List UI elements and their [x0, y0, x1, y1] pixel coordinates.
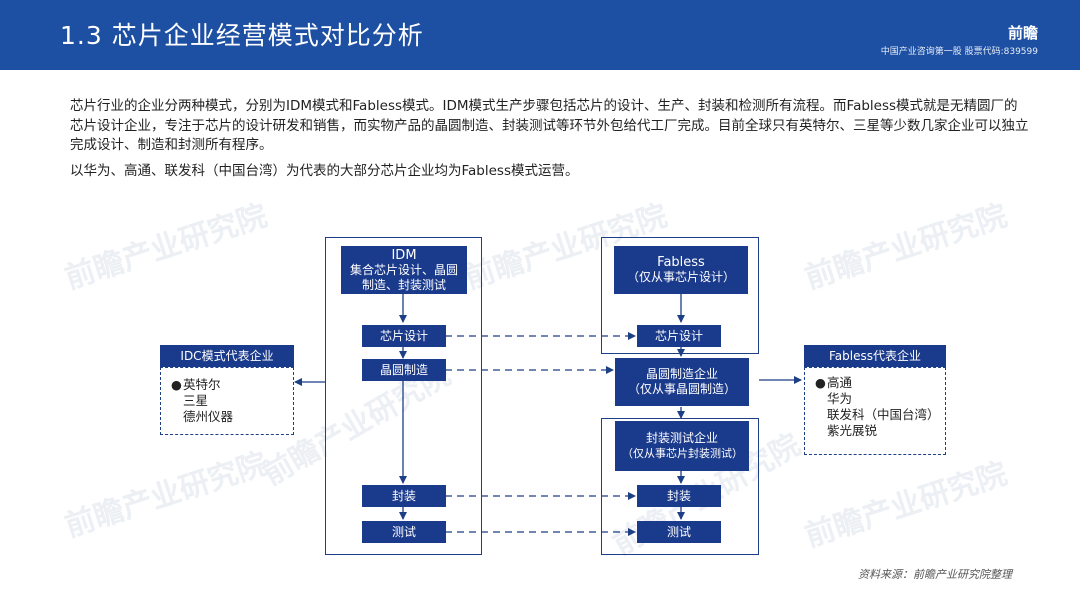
- fabless-step-chip-design: 芯片设计: [637, 325, 721, 347]
- idm-step-testing: 测试: [362, 521, 446, 543]
- intro-paragraph-1: 芯片行业的企业分两种模式，分别为IDM模式和Fabless模式。IDM模式生产步…: [70, 98, 1029, 153]
- idm-title: IDM: [391, 247, 417, 263]
- fabless-title: Fabless: [657, 255, 705, 270]
- fabless-panel-title: Fabless代表企业: [804, 345, 946, 367]
- idm-description: 集合芯片设计、晶圆制造、封装测试: [350, 262, 459, 292]
- fabless-step-packaging: 封装: [637, 485, 721, 507]
- idc-panel-title: IDC模式代表企业: [160, 345, 294, 367]
- idm-header-box: IDM 集合芯片设计、晶圆制造、封装测试: [341, 246, 467, 294]
- idm-step-wafer-manufacturing: 晶圆制造: [362, 359, 446, 381]
- packtest-company-desc: （仅从事芯片封装测试）: [622, 447, 743, 460]
- wafer-fab-company-desc: （仅从事晶圆制造）: [627, 382, 736, 396]
- packtest-company-title: 封装测试企业: [645, 431, 718, 445]
- header-subtitle: 中国产业咨询第一股 股票代码:839599: [880, 47, 1038, 57]
- list-item: 三星: [183, 393, 209, 408]
- intro-text: 芯片行业的企业分两种模式，分别为IDM模式和Fabless模式。IDM模式生产步…: [70, 97, 1030, 181]
- idc-panel-list: ●英特尔 三星 德州仪器: [160, 367, 294, 435]
- list-item: 紫光展锐: [827, 423, 878, 438]
- source-note: 资料来源：前瞻产业研究院整理: [858, 568, 1012, 581]
- wafer-fab-company-title: 晶圆制造企业: [645, 367, 718, 381]
- fabless-description: （仅从事芯片设计）: [626, 270, 735, 284]
- list-item: ●高通: [815, 375, 853, 390]
- header-bar: 1.3 芯片企业经营模式对比分析 前瞻 中国产业咨询第一股 股票代码:83959…: [0, 0, 1080, 70]
- list-item: 华为: [827, 391, 853, 406]
- list-item: ●英特尔: [171, 377, 221, 392]
- list-item: 联发科（中国台湾）: [827, 407, 940, 422]
- fabless-step-testing: 测试: [637, 521, 721, 543]
- idm-frame: [325, 237, 482, 555]
- fabless-header-box: Fabless （仅从事芯片设计）: [614, 246, 748, 294]
- packtest-company-box: 封装测试企业 （仅从事芯片封装测试）: [615, 421, 749, 471]
- list-item: 德州仪器: [183, 409, 234, 424]
- idm-step-packaging: 封装: [362, 485, 446, 507]
- wafer-fab-company-box: 晶圆制造企业 （仅从事晶圆制造）: [615, 358, 749, 406]
- fabless-panel-list: ●高通 华为 联发科（中国台湾） 紫光展锐: [804, 367, 946, 455]
- brand-logo: 前瞻: [1007, 24, 1038, 42]
- page-title: 1.3 芯片企业经营模式对比分析: [60, 21, 424, 50]
- idm-step-chip-design: 芯片设计: [362, 325, 446, 347]
- intro-paragraph-2: 以华为、高通、联发科（中国台湾）为代表的大部分芯片企业均为Fabless模式运营…: [70, 162, 579, 179]
